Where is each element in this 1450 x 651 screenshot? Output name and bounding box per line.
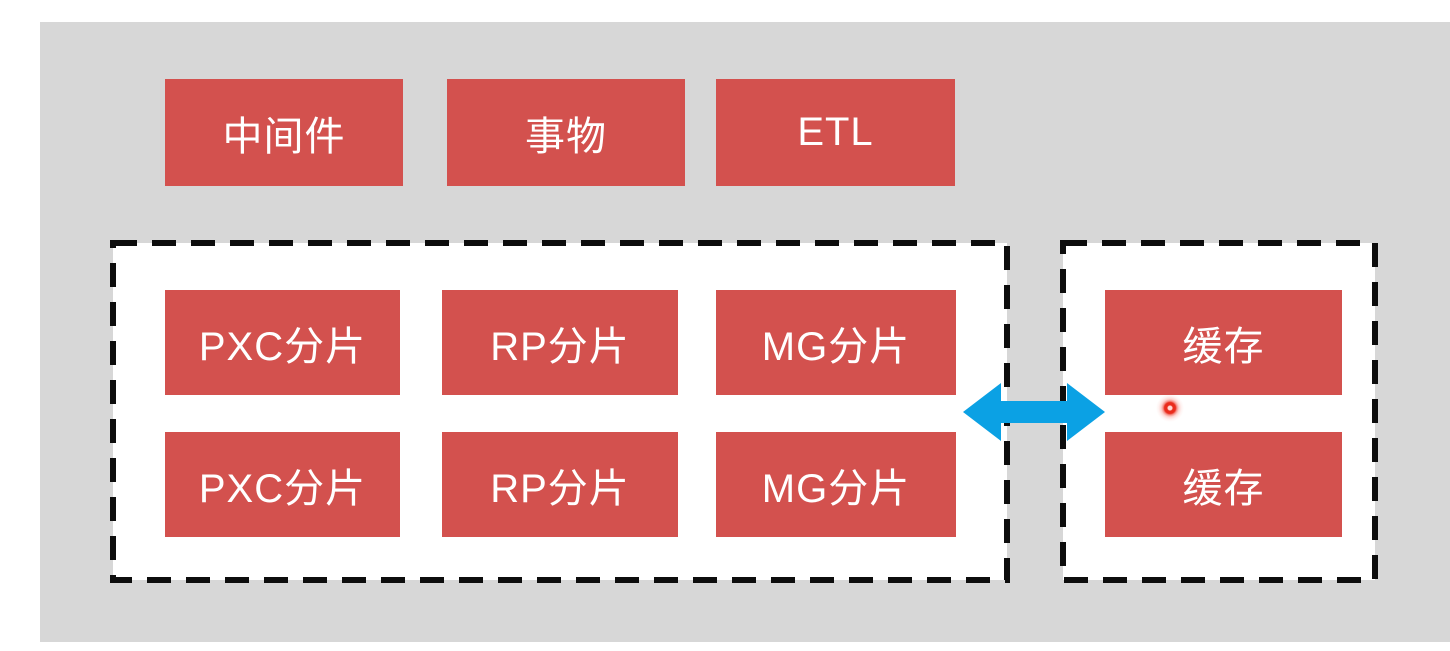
shard-box-pxc-2: PXC分片 [165, 432, 400, 537]
etl-box: ETL [716, 79, 955, 186]
shard-label: RP分片 [490, 324, 630, 369]
shard-label: MG分片 [761, 324, 911, 369]
shard-box-mg-2: MG分片 [716, 432, 956, 537]
shard-box-mg-1: MG分片 [716, 290, 956, 395]
middleware-label: 中间件 [222, 114, 346, 159]
etl-label: ETL [797, 110, 874, 154]
bidirectional-arrow-icon [963, 383, 1105, 441]
shard-label: PXC分片 [198, 466, 367, 511]
middleware-box: 中间件 [165, 79, 403, 186]
transaction-label: 事物 [525, 114, 607, 159]
pointer-dot [1156, 394, 1184, 422]
cache-box-1: 缓存 [1105, 290, 1342, 395]
cache-label: 缓存 [1182, 466, 1265, 511]
shard-box-rp-1: RP分片 [442, 290, 678, 395]
shard-label: PXC分片 [198, 324, 367, 369]
shard-label: RP分片 [490, 466, 630, 511]
shard-box-pxc-1: PXC分片 [165, 290, 400, 395]
shard-box-rp-2: RP分片 [442, 432, 678, 537]
transaction-box: 事物 [447, 79, 685, 186]
cache-label: 缓存 [1182, 324, 1265, 369]
cache-box-2: 缓存 [1105, 432, 1342, 537]
shard-label: MG分片 [761, 466, 911, 511]
